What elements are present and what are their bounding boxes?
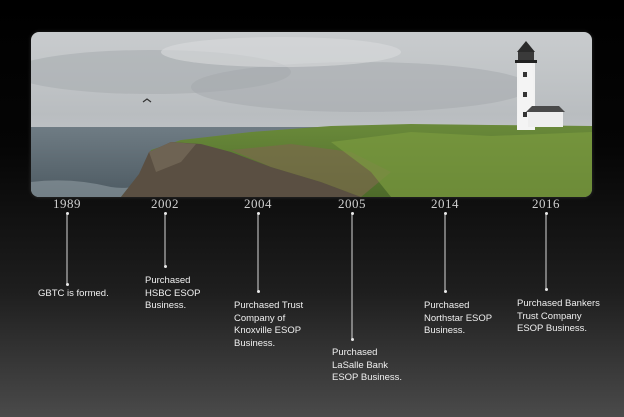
- milestone-label-2004: Purchased Trust Company of Knoxville ESO…: [234, 300, 304, 349]
- lighthouse-banner-photo: [31, 32, 592, 197]
- year-1989: 1989: [53, 196, 81, 211]
- milestone-label-2016: Purchased Bankers Trust Company ESOP Bus…: [517, 298, 600, 334]
- connector-line-2004: [257, 214, 259, 291]
- year-2005: 2005: [338, 196, 366, 211]
- connector-line-2014: [444, 214, 446, 291]
- year-2002: 2002: [151, 196, 179, 211]
- lighthouse-coast-image: [31, 32, 592, 197]
- year-2016: 2016: [532, 196, 560, 211]
- milestone-label-1989: GBTC is formed.: [38, 288, 109, 299]
- connector-line-2016: [545, 214, 547, 289]
- milestone-label-2005: Purchased LaSalle Bank ESOP Business.: [332, 347, 403, 383]
- year-2004: 2004: [244, 196, 272, 211]
- milestone-label-2014: Purchased Northstar ESOP Business.: [424, 300, 493, 336]
- connector-line-2005: [351, 214, 353, 339]
- connector-line-2002: [164, 214, 166, 266]
- year-2014: 2014: [431, 196, 459, 211]
- milestone-label-2002: Purchased HSBC ESOP Business.: [145, 275, 201, 311]
- connector-line-1989: [66, 214, 68, 284]
